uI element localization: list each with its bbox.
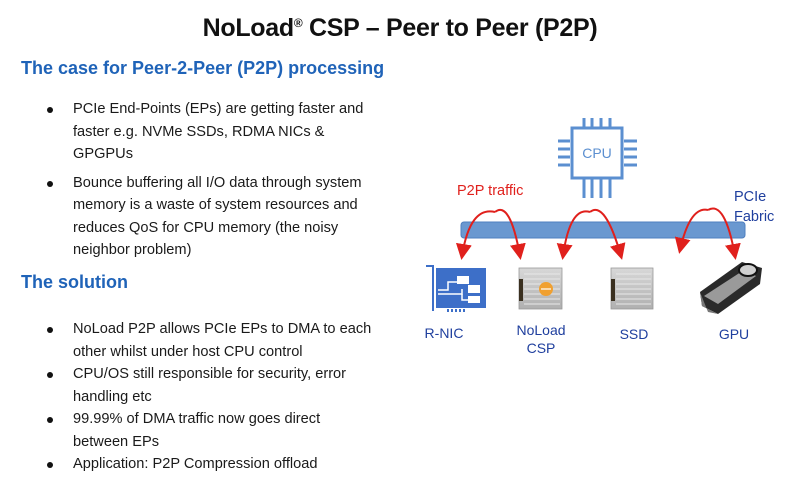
bullet-item: Bounce buffering all I/O data through sy… <box>47 172 377 262</box>
device-label-ssd: SSD <box>620 326 649 342</box>
device-label-gpu: GPU <box>719 326 749 342</box>
p2p-traffic-label: P2P traffic <box>457 183 524 199</box>
section-heading-case: The case for Peer-2-Peer (P2P) processin… <box>21 58 385 78</box>
cpu-icon <box>558 118 637 198</box>
fabric-label-line1: PCIe <box>734 189 767 205</box>
page-title: NoLoad® CSP – Peer to Peer (P2P) <box>0 14 800 43</box>
bullet-item: PCIe End-Points (EPs) are getting faster… <box>47 98 377 166</box>
pcie-fabric-bar <box>460 221 746 239</box>
device-label-rnic: R-NIC <box>425 325 464 341</box>
p2p-arrow-2a <box>556 210 591 260</box>
p2p-arrow-3b <box>707 207 741 260</box>
pcie-fabric-label: PCIe Fabric <box>734 187 774 227</box>
section-heading-solution: The solution <box>21 272 128 292</box>
bullet-dot-icon <box>47 417 53 423</box>
bullet-item: Application: P2P Compression offload <box>47 453 377 476</box>
bullet-item: NoLoad P2P allows PCIe EPs to DMA to eac… <box>47 318 377 363</box>
p2p-arrow-2b <box>589 209 626 260</box>
bullet-dot-icon <box>47 372 53 378</box>
bullet-dot-icon <box>47 327 53 333</box>
network-card-icon <box>426 265 486 312</box>
device-label-noload-line1: NoLoad <box>516 322 565 338</box>
fabric-label-line2: Fabric <box>734 209 775 225</box>
p2p-arrow-1a <box>455 210 496 260</box>
device-label-noload-line2: CSP <box>527 340 556 356</box>
noload-ssd-icon <box>518 267 563 310</box>
bullet-dot-icon <box>47 180 53 187</box>
ssd-icon <box>610 267 654 310</box>
p2p-arrow-3a <box>674 208 709 254</box>
solution-bullet-list: NoLoad P2P allows PCIe EPs to DMA to eac… <box>47 318 377 476</box>
cpu-label: CPU <box>582 145 612 161</box>
bullet-dot-icon <box>47 107 53 113</box>
title-main: NoLoad <box>202 14 295 42</box>
p2p-arrow-1b <box>494 209 526 260</box>
bullet-dot-icon <box>47 462 53 468</box>
bullet-item: CPU/OS still responsible for security, e… <box>47 363 377 408</box>
gpu-icon <box>700 262 762 314</box>
case-bullet-list: PCIe End-Points (EPs) are getting faster… <box>47 98 377 262</box>
bullet-item: 99.99% of DMA traffic now goes direct be… <box>47 408 377 453</box>
registered-mark: ® <box>293 16 303 30</box>
title-rest: CSP – Peer to Peer (P2P) <box>302 14 598 42</box>
